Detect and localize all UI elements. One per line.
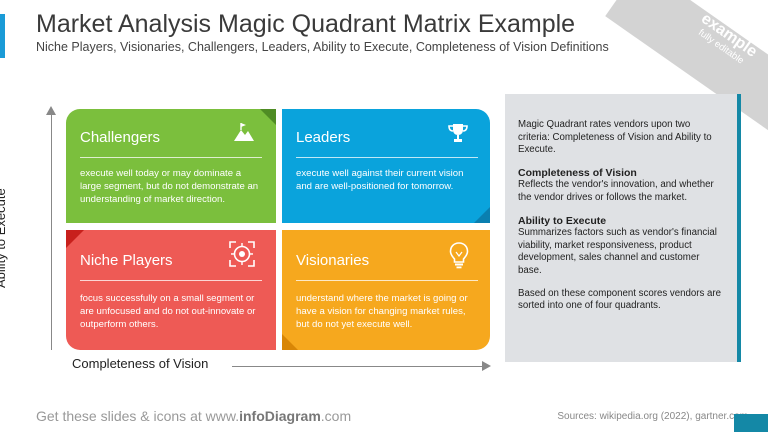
execute-heading: Ability to Execute <box>518 214 607 227</box>
vision-heading: Completeness of Vision <box>518 166 637 179</box>
quadrant-title: Challengers <box>80 129 161 146</box>
panel-conclusion: Based on these component scores vendors … <box>518 287 722 312</box>
x-axis-line <box>232 366 484 367</box>
footer-promo-suffix: .com <box>320 408 352 424</box>
page-title: Market Analysis Magic Quadrant Matrix Ex… <box>36 10 576 38</box>
corner-fold <box>260 109 276 125</box>
y-axis-line <box>51 114 52 350</box>
execute-text: Summarizes factors such as vendor's fina… <box>518 227 717 276</box>
target-icon <box>229 241 255 267</box>
quadrant-description: execute well today or may dominate a lar… <box>80 168 259 205</box>
quadrant-title: Niche Players <box>80 252 173 269</box>
trophy-icon <box>448 124 468 142</box>
x-axis-arrow <box>482 361 491 371</box>
lightbulb-icon <box>449 242 469 269</box>
panel-intro: Magic Quadrant rates vendors upon two cr… <box>518 119 712 156</box>
quadrant-divider <box>80 157 262 158</box>
quadrant-description: focus successfully on a small segment or… <box>80 293 256 330</box>
footer-promo: Get these slides & icons at www.infoDiag… <box>36 408 351 424</box>
execute-definition: Ability to Execute Summarizes factors su… <box>518 215 724 278</box>
corner-tab <box>734 414 768 432</box>
panel-accent-stripe <box>737 94 741 362</box>
vision-text: Reflects the vendor's innovation, and wh… <box>518 179 714 203</box>
quadrant-divider <box>296 280 478 281</box>
quadrant-leaders: Leaders execute well against their curre… <box>282 109 490 223</box>
corner-fold <box>474 207 490 223</box>
panel-content: Magic Quadrant rates vendors upon two cr… <box>518 119 724 323</box>
quadrant-challengers: Challengers execute well today or may do… <box>66 109 276 223</box>
title-accent-bar <box>0 14 5 58</box>
y-axis-arrow <box>46 106 56 115</box>
corner-fold <box>282 334 298 350</box>
footer-promo-prefix: Get these slides & icons at www. <box>36 408 240 424</box>
definitions-panel: Magic Quadrant rates vendors upon two cr… <box>505 94 741 362</box>
quadrant-divider <box>296 157 478 158</box>
footer-brand: infoDiagram <box>239 408 321 424</box>
quadrant-title: Visionaries <box>296 252 370 269</box>
quadrant-description: execute well against their current visio… <box>296 168 464 192</box>
y-axis-label: Ability to Execute <box>0 188 8 288</box>
corner-fold <box>66 230 84 248</box>
x-axis-label: Completeness of Vision <box>72 356 209 371</box>
quadrant-divider <box>80 280 262 281</box>
quadrant-visionaries: Visionaries understand where the market … <box>282 230 490 350</box>
quadrant-description: understand where the market is going or … <box>296 293 468 330</box>
footer-sources: Sources: wikipedia.org (2022), gartner.c… <box>557 411 748 422</box>
mountain-icon <box>234 123 254 141</box>
vision-definition: Completeness of Vision Reflects the vend… <box>518 167 724 205</box>
page-subtitle: Niche Players, Visionaries, Challengers,… <box>36 40 609 54</box>
quadrant-niche-players: Niche Players focus successfully on a sm… <box>66 230 276 350</box>
quadrant-title: Leaders <box>296 129 351 146</box>
